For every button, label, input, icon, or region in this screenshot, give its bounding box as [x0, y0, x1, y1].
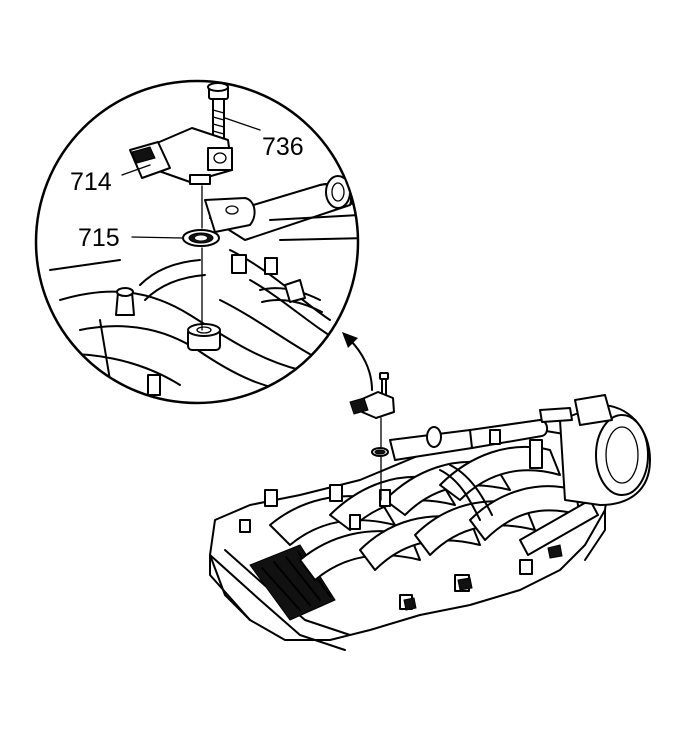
callout-714: 714 — [70, 168, 112, 196]
detail-view: 736 714 715 — [34, 79, 360, 405]
small-exploded-parts — [349, 372, 395, 501]
sensor-part — [129, 127, 233, 185]
leader-line-714 — [121, 164, 151, 176]
zoom-arrow — [342, 332, 373, 391]
leader-line-715 — [131, 236, 183, 239]
callout-736: 736 — [262, 133, 304, 161]
callout-715: 715 — [78, 224, 120, 252]
leader-line-736 — [224, 117, 261, 131]
seal-part — [182, 229, 220, 247]
intake-manifold — [209, 394, 651, 651]
